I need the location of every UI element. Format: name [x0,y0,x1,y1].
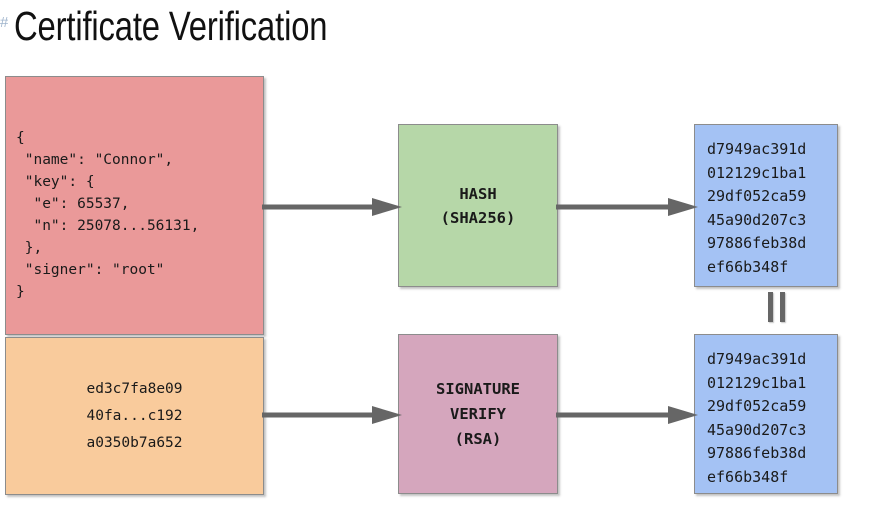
signature-verify-process-box: SIGNATURE VERIFY (RSA) [398,334,558,494]
arrow-signature-to-verify [262,406,402,424]
arrow-verify-to-recovered-digest [556,406,698,424]
computed-digest-box: d7949ac391d 012129c1ba1 29df052ca59 45a9… [694,124,838,287]
hash-process-label: HASH (SHA256) [440,184,516,227]
arrow-hash-to-computed-digest [556,198,698,216]
hash-process-box: HASH (SHA256) [398,124,558,287]
equality-bar-left [768,292,773,322]
equality-bar-right [780,292,785,322]
arrow-certificate-to-hash [262,198,402,216]
certificate-json-box: { "name": "Connor", "key": { "e": 65537,… [5,76,264,335]
recovered-digest-box: d7949ac391d 012129c1ba1 29df052ca59 45a9… [694,334,838,494]
computed-digest-text: d7949ac391d 012129c1ba1 29df052ca59 45a9… [707,140,807,276]
recovered-digest-text: d7949ac391d 012129c1ba1 29df052ca59 45a9… [707,350,807,486]
signature-verify-process-label: SIGNATURE VERIFY (RSA) [436,379,520,448]
heading-anchor-icon: # [0,14,8,31]
page-title: Certificate Verification [14,3,328,49]
certificate-json-text: { "name": "Connor", "key": { "e": 65537,… [16,130,200,300]
equality-marker-icon [766,292,788,322]
signature-bytes-box: ed3c7fa8e09 40fa...c192 a0350b7a652 [5,337,264,495]
signature-bytes-text: ed3c7fa8e09 40fa...c192 a0350b7a652 [86,380,183,451]
